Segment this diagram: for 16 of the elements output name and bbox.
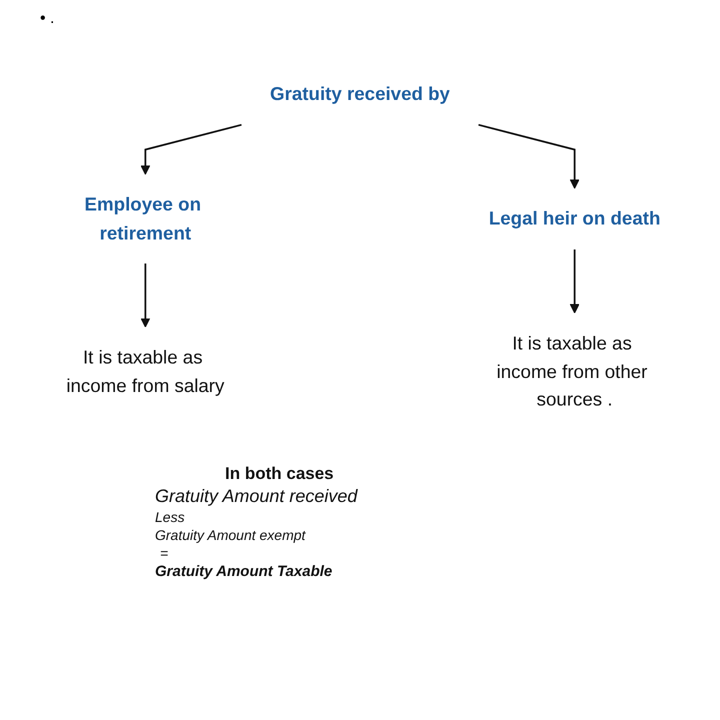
arrow xyxy=(140,124,242,175)
arrow xyxy=(140,264,150,328)
node-text: Legal heir on death xyxy=(488,208,660,230)
formula-line: Gratuity Amount exempt xyxy=(155,527,306,543)
arrow xyxy=(478,124,580,189)
node-text: It is taxable as income from other sources . xyxy=(496,332,648,410)
formula-line: Gratuity Amount received xyxy=(155,486,358,507)
node-text: It is taxable as income from salary xyxy=(66,346,224,396)
formula-result: Gratuity Amount Taxable xyxy=(155,563,332,580)
bullet-mark: • . xyxy=(40,10,54,28)
note-heading: In both cases xyxy=(224,464,334,484)
node-text: Employee on retirement xyxy=(84,194,202,244)
equals-sign: = xyxy=(159,545,168,561)
node-text: Gratuity received by xyxy=(270,84,450,104)
formula-line: Less xyxy=(155,509,185,525)
arrow xyxy=(570,249,580,314)
